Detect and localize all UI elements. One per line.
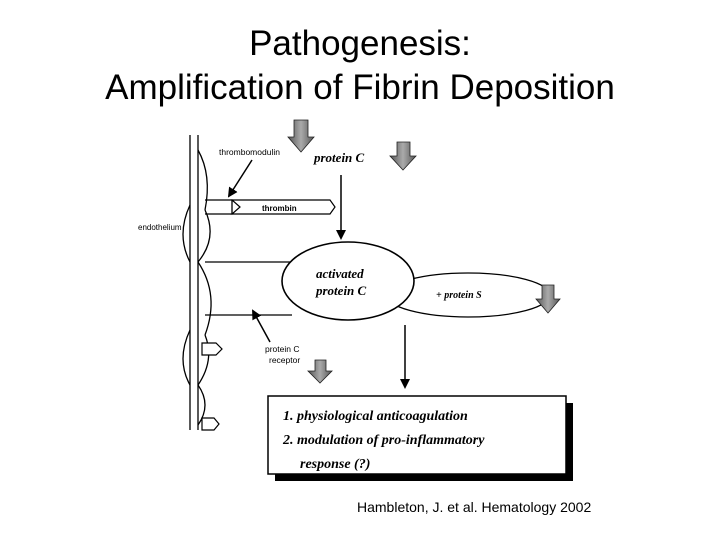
outcome-1: 1. physiological anticoagulation	[283, 409, 468, 424]
label-endothelium: endothelium	[138, 223, 182, 232]
outcome-2-cont: response (?)	[300, 457, 370, 472]
label-receptor-line2: receptor	[269, 355, 300, 365]
grey-arrow-bottom-left	[307, 359, 333, 384]
label-activated-protein-c: protein C	[315, 283, 367, 298]
title-line-2: Amplification of Fibrin Deposition	[105, 68, 615, 107]
arrow-protein-c-receptor	[252, 309, 271, 343]
title-line-1: Pathogenesis:	[249, 24, 471, 63]
label-protein-c-top: protein C	[313, 150, 365, 165]
slide-title: Pathogenesis: Amplification of Fibrin De…	[0, 22, 720, 110]
black-arrows	[227, 159, 410, 389]
receptor-tabs	[201, 342, 223, 431]
citation: Hambleton, J. et al. Hematology 2002	[357, 499, 592, 515]
grey-arrow-top-right	[389, 141, 417, 171]
label-receptor-line1: protein C	[265, 344, 300, 354]
grey-block-arrows	[287, 119, 561, 384]
arrow-thrombomodulin	[227, 159, 253, 198]
protein-c-receptor-tube	[205, 261, 292, 316]
endothelium-wall	[182, 135, 212, 430]
label-thrombomodulin: thrombomodulin	[219, 147, 280, 157]
label-protein-s: + protein S	[436, 290, 482, 301]
outcome-2: 2. modulation of pro-inflammatory	[282, 433, 485, 448]
grey-arrow-right	[535, 284, 561, 314]
activated-protein-c-ellipse	[281, 241, 415, 321]
outcomes-box	[267, 395, 573, 481]
label-thrombin: thrombin	[262, 204, 297, 213]
label-activated: activated	[316, 266, 364, 281]
grey-arrow-top-center	[287, 119, 315, 153]
thrombomodulin-receptor	[205, 199, 336, 215]
